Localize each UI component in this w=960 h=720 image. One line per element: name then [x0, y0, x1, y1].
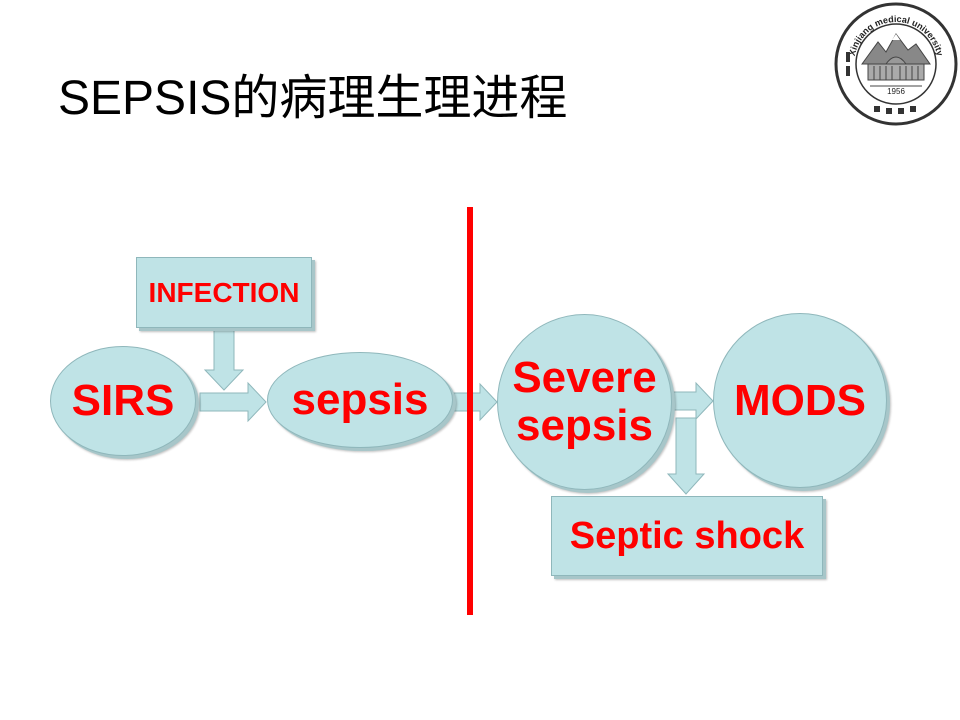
infection-label: INFECTION — [148, 276, 300, 308]
page-title: SEPSIS的病理生理进程 — [58, 72, 568, 125]
arrow-sirs-to-sepsis — [199, 381, 267, 423]
arrow-sepsis-to-severe — [453, 382, 498, 422]
severe-sepsis-node: Severe sepsis — [497, 314, 672, 490]
severe-sepsis-label-line1: Severe — [512, 352, 657, 402]
sepsis-label: sepsis — [291, 375, 429, 424]
sirs-node: SIRS — [50, 346, 196, 456]
mods-label: MODS — [734, 375, 866, 425]
septic-shock-label: Septic shock — [569, 514, 805, 557]
septic-shock-box: Septic shock — [551, 496, 823, 576]
sepsis-node: sepsis — [267, 352, 453, 448]
logo-year: 1956 — [887, 87, 905, 96]
divider-line — [467, 207, 473, 615]
severe-sepsis-label-line2: sepsis — [516, 401, 653, 450]
sirs-label: SIRS — [71, 376, 175, 425]
arrow-severe-to-mods — [671, 381, 714, 421]
arrow-infection-down — [203, 327, 245, 391]
arrow-severe-to-shock — [666, 417, 706, 495]
mods-node: MODS — [713, 313, 887, 488]
university-seal-icon: Xinjiang medical university 1956 — [834, 2, 958, 126]
infection-box: INFECTION — [136, 257, 312, 328]
